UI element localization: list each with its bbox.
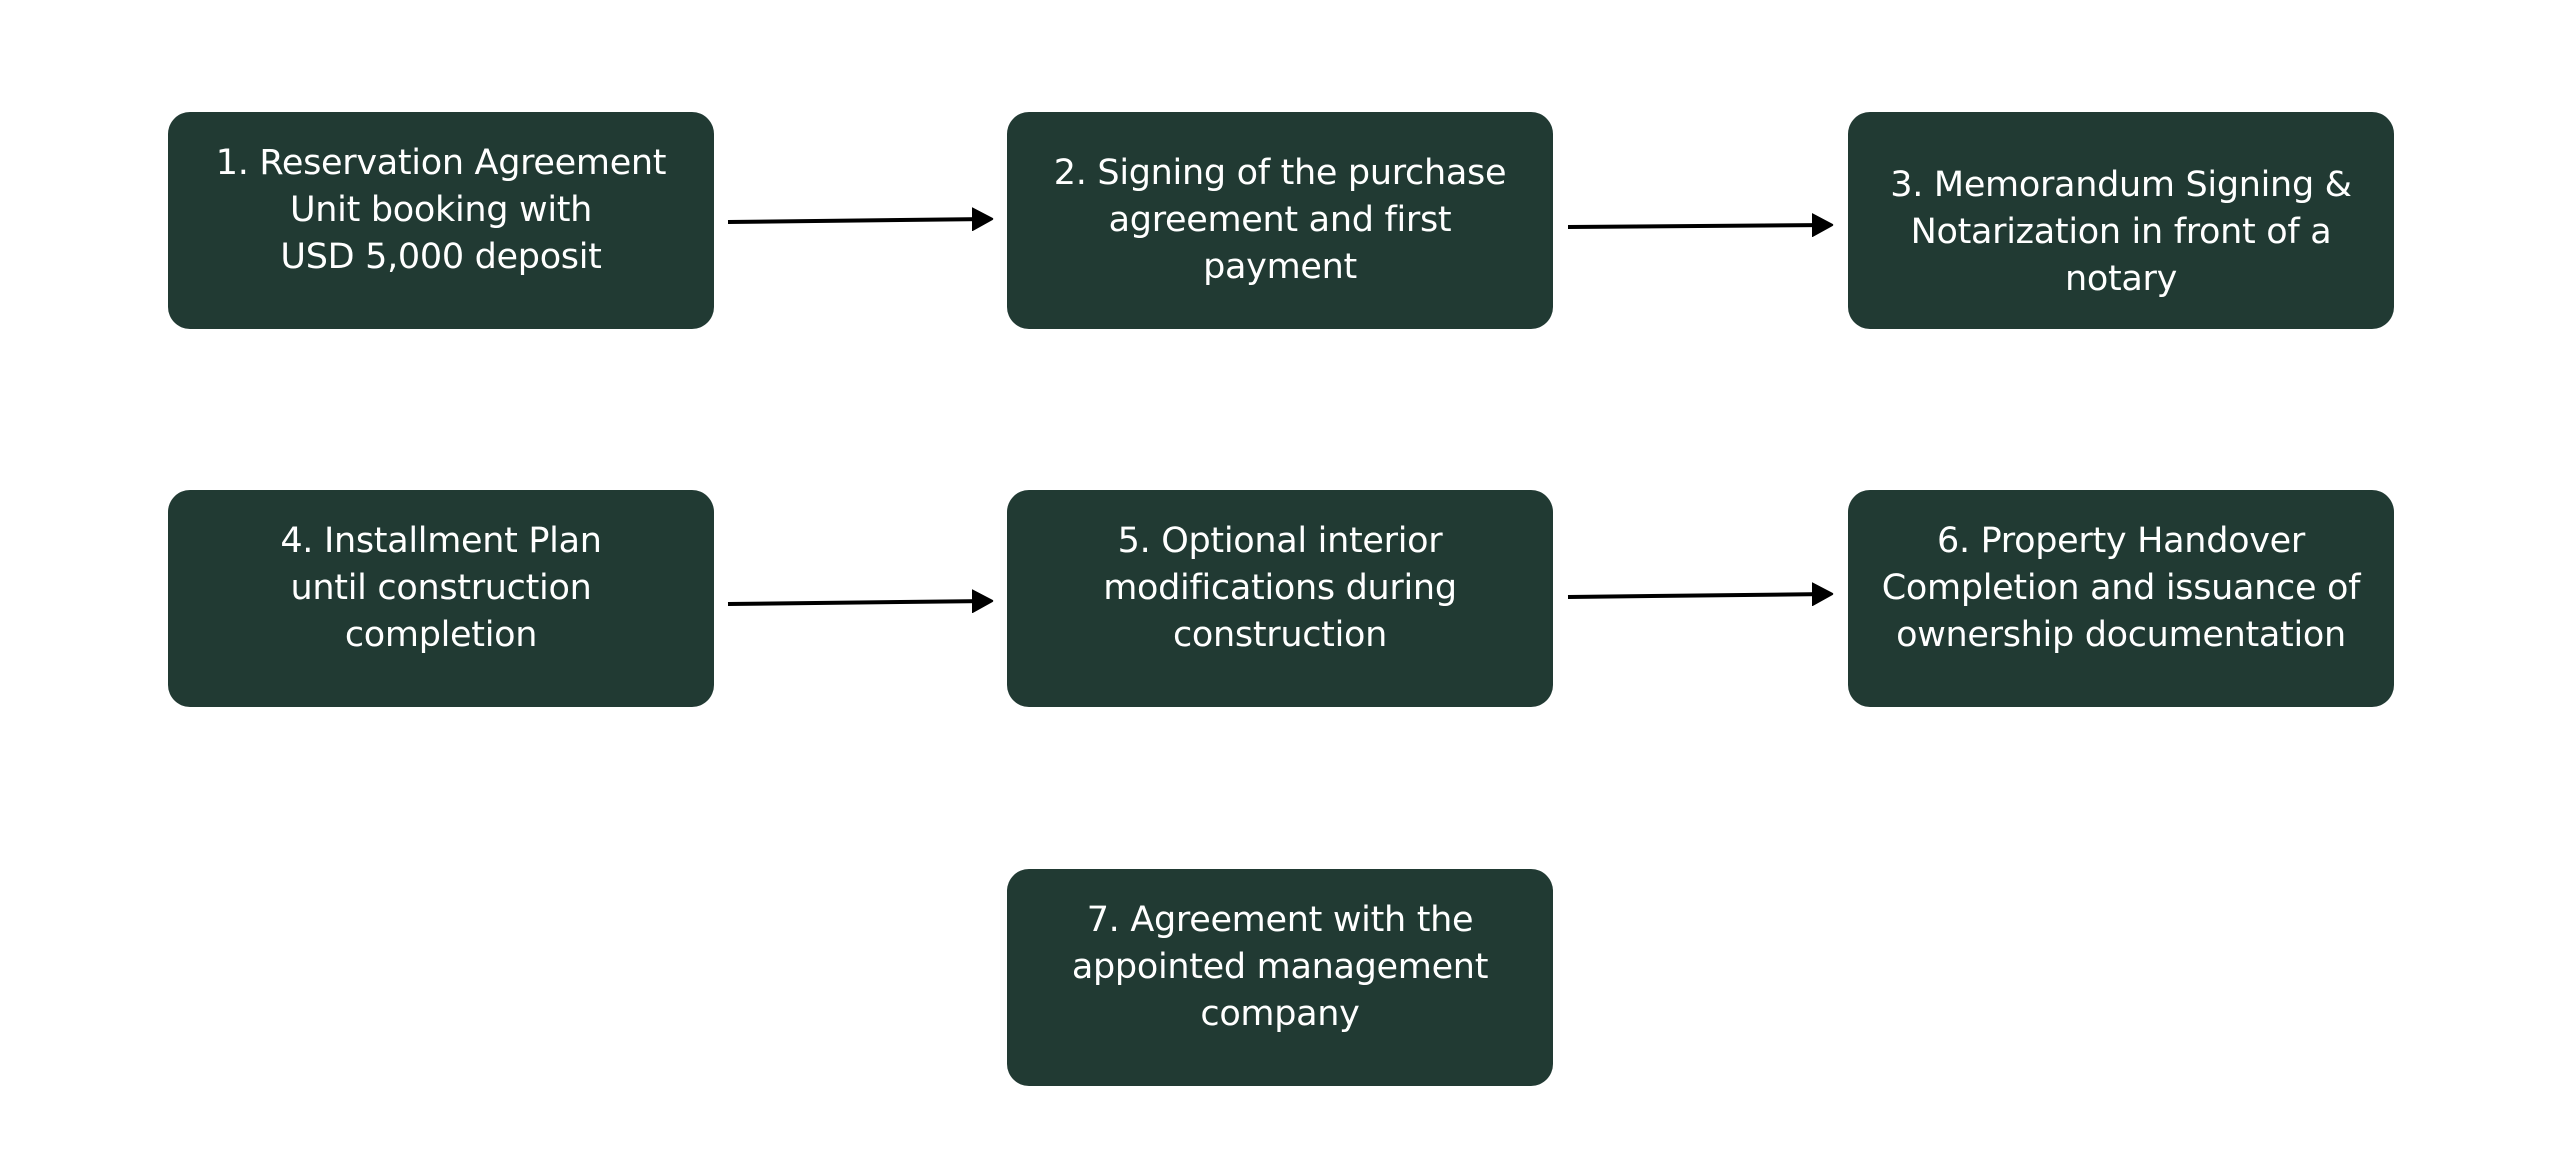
arrow-4-to-5 bbox=[727, 601, 990, 604]
step-label: 3. Memorandum Signing & Notarization in … bbox=[1890, 165, 2352, 299]
step-label: 4. Installment Plan until construction c… bbox=[280, 521, 602, 655]
step-box-installment-plan: 4. Installment Plan until construction c… bbox=[168, 490, 714, 707]
step-box-memorandum-notarization: 3. Memorandum Signing & Notarization in … bbox=[1848, 112, 2394, 329]
step-box-management-company-agreement: 7. Agreement with the appointed manageme… bbox=[1007, 869, 1553, 1086]
step-box-reservation-agreement: 1. Reservation Agreement Unit booking wi… bbox=[168, 112, 714, 329]
step-label: 1. Reservation Agreement Unit booking wi… bbox=[215, 143, 667, 277]
arrow-2-to-3 bbox=[1567, 225, 1830, 227]
step-box-interior-modifications: 5. Optional interior modifications durin… bbox=[1007, 490, 1553, 707]
step-label: 5. Optional interior modifications durin… bbox=[1103, 521, 1457, 655]
step-box-purchase-agreement: 2. Signing of the purchase agreement and… bbox=[1007, 112, 1553, 329]
arrow-1-to-2 bbox=[727, 219, 990, 222]
step-label: 6. Property Handover Completion and issu… bbox=[1881, 521, 2361, 655]
step-box-property-handover: 6. Property Handover Completion and issu… bbox=[1848, 490, 2394, 707]
arrow-5-to-6 bbox=[1567, 594, 1830, 597]
step-label: 7. Agreement with the appointed manageme… bbox=[1071, 900, 1489, 1034]
step-label: 2. Signing of the purchase agreement and… bbox=[1053, 153, 1507, 287]
